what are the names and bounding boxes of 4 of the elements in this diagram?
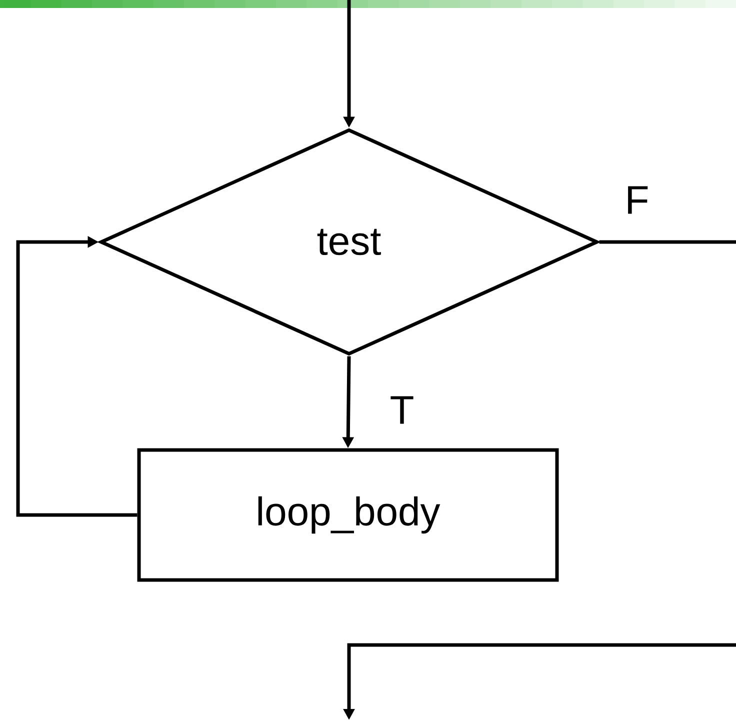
- process-box: loop_body: [137, 448, 559, 582]
- edge-label: F: [624, 185, 650, 215]
- edge-label: T: [388, 395, 416, 425]
- arrow: [16, 236, 138, 517]
